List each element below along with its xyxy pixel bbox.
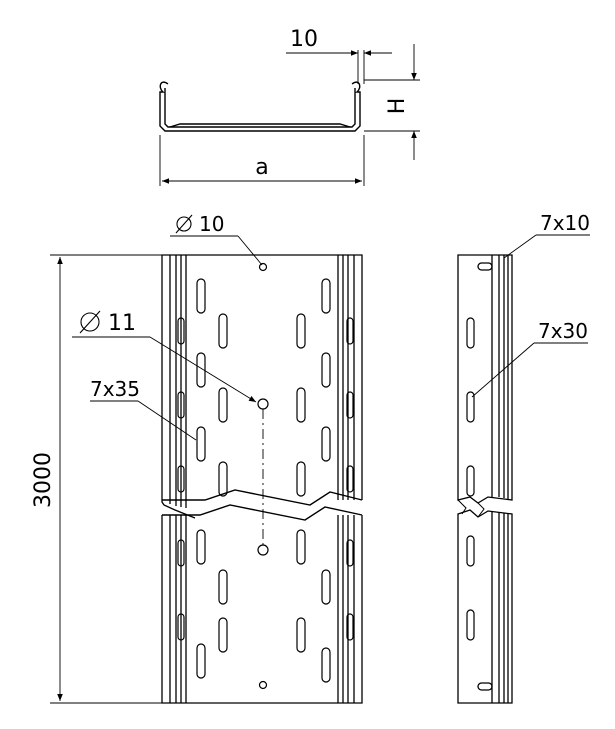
bottom-small-hole: [258, 680, 268, 690]
center-hole-lower: [257, 544, 269, 556]
slot: [321, 569, 331, 605]
slot: [296, 313, 306, 349]
slot: [218, 387, 228, 423]
slot: [346, 465, 354, 493]
side-leaders: [471, 234, 590, 398]
slot: [321, 647, 331, 683]
side-slots: [466, 317, 475, 641]
slot: [196, 352, 206, 388]
length-label: 3000: [31, 452, 56, 508]
slot: [466, 465, 475, 497]
front-view: [161, 254, 363, 704]
lip-dimension-label: 10: [290, 27, 318, 52]
slot: [296, 617, 306, 653]
side-slot-large-label: 7x30: [538, 319, 588, 343]
slot: [196, 278, 206, 314]
center-hole-upper: [257, 398, 269, 410]
slot: [466, 609, 475, 641]
slot: [466, 391, 475, 423]
slot: [466, 317, 475, 349]
slot: [218, 617, 228, 653]
slot: [296, 387, 306, 423]
diameter-symbols: [79, 214, 193, 334]
width-label: a: [255, 155, 268, 180]
slot: [321, 352, 331, 388]
slot: [177, 391, 185, 419]
slot: [346, 539, 354, 567]
diameter-icon: [176, 216, 192, 232]
slot: [196, 643, 206, 679]
slot: [196, 529, 206, 565]
front-holes: [257, 262, 269, 690]
slot: [296, 461, 306, 497]
height-label: H: [385, 98, 410, 115]
front-slot-label: 7x35: [90, 377, 140, 401]
slot: [346, 317, 354, 345]
cross-section-profile: [159, 44, 420, 186]
slot: [466, 535, 475, 567]
side-small-slot: [477, 682, 493, 691]
slot: [346, 613, 354, 641]
slot: [196, 426, 206, 462]
slot: [177, 539, 185, 567]
diameter-icon: [80, 312, 100, 332]
slot: [177, 317, 185, 345]
slot: [321, 278, 331, 314]
slot: [218, 569, 228, 605]
slot: [296, 529, 306, 565]
side-slot-small-label: 7x10: [540, 211, 590, 235]
slot: [346, 391, 354, 419]
center-hole-label: 11: [108, 311, 136, 336]
top-small-hole: [258, 262, 268, 272]
slot: [218, 313, 228, 349]
side-small-slot: [477, 262, 493, 271]
front-leaders: [50, 235, 263, 704]
slot: [177, 613, 185, 641]
front-slots: [177, 278, 354, 683]
slot: [177, 465, 185, 493]
slot: [321, 426, 331, 462]
slot: [218, 461, 228, 497]
side-view: [457, 254, 513, 704]
small-hole-label: 10: [199, 212, 224, 236]
